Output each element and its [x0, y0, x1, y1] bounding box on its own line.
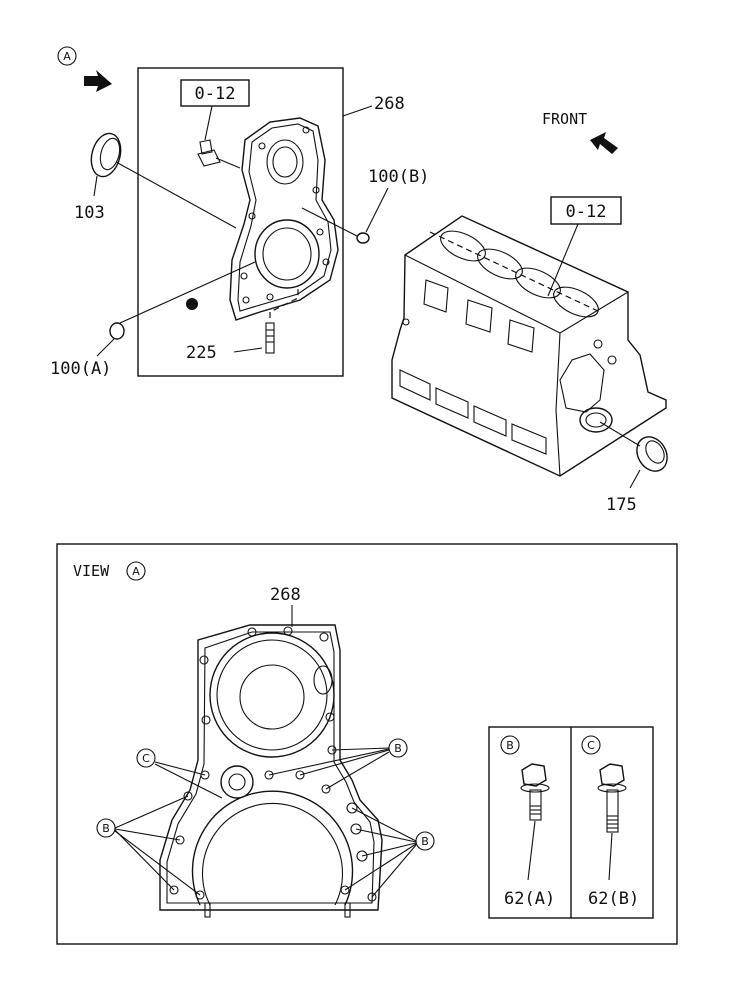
callout-b-right: B [415, 831, 435, 851]
view-title-marker: A [126, 561, 146, 581]
seal-175 [636, 436, 668, 472]
label-268: 268 [374, 94, 405, 114]
bolt-62b [597, 763, 627, 833]
label-front: FRONT [542, 110, 587, 128]
callout-c-upper-label: C [142, 752, 150, 765]
view-a-frame [56, 543, 678, 945]
label-100a: 100(A) [50, 359, 111, 379]
label-100b: 100(B) [368, 167, 429, 187]
view-plate-268 [159, 624, 383, 918]
callout-b-left-label: B [102, 822, 110, 835]
view-a-arrow-icon [84, 70, 112, 92]
view-title-marker-label: A [132, 565, 140, 578]
label-175: 175 [606, 495, 637, 515]
callout-b-right-label: B [421, 835, 429, 848]
plate-frame [137, 67, 344, 377]
callout-b-upper-label: B [394, 742, 402, 755]
label-103: 103 [74, 203, 105, 223]
ref-box-top: 0-12 [180, 79, 250, 107]
bolt-box-c-label: C [587, 739, 595, 752]
view-a-marker-label: A [63, 50, 71, 63]
bolt-box-c-marker: C [581, 735, 601, 755]
callout-c-upper: C [136, 748, 156, 768]
bolt-box-b-marker: B [500, 735, 520, 755]
oring-100a [109, 322, 125, 340]
callout-b-left: B [96, 818, 116, 838]
callout-b-upper: B [388, 738, 408, 758]
sensor-plug [197, 105, 241, 169]
ref-box-block: 0-12 [550, 196, 622, 225]
view-a-marker: A [57, 46, 77, 66]
ref-box-block-label: 0-12 [566, 202, 607, 222]
label-62a: 62(A) [504, 889, 555, 909]
oring-100b [356, 232, 370, 244]
nonreusable-dot-icon [186, 298, 198, 310]
label-62b: 62(B) [588, 889, 639, 909]
label-225: 225 [186, 343, 217, 363]
view-title: VIEW [73, 562, 110, 580]
bolt-box-b-label: B [506, 739, 514, 752]
front-arrow-icon [590, 132, 618, 154]
rear-plate-268 [229, 117, 339, 321]
ref-box-top-label: 0-12 [195, 84, 236, 104]
bolt-62a [520, 763, 550, 821]
seal-103 [90, 132, 122, 178]
cylinder-block [391, 215, 667, 477]
dowel-225 [265, 322, 275, 354]
view-label-268: 268 [270, 585, 301, 605]
